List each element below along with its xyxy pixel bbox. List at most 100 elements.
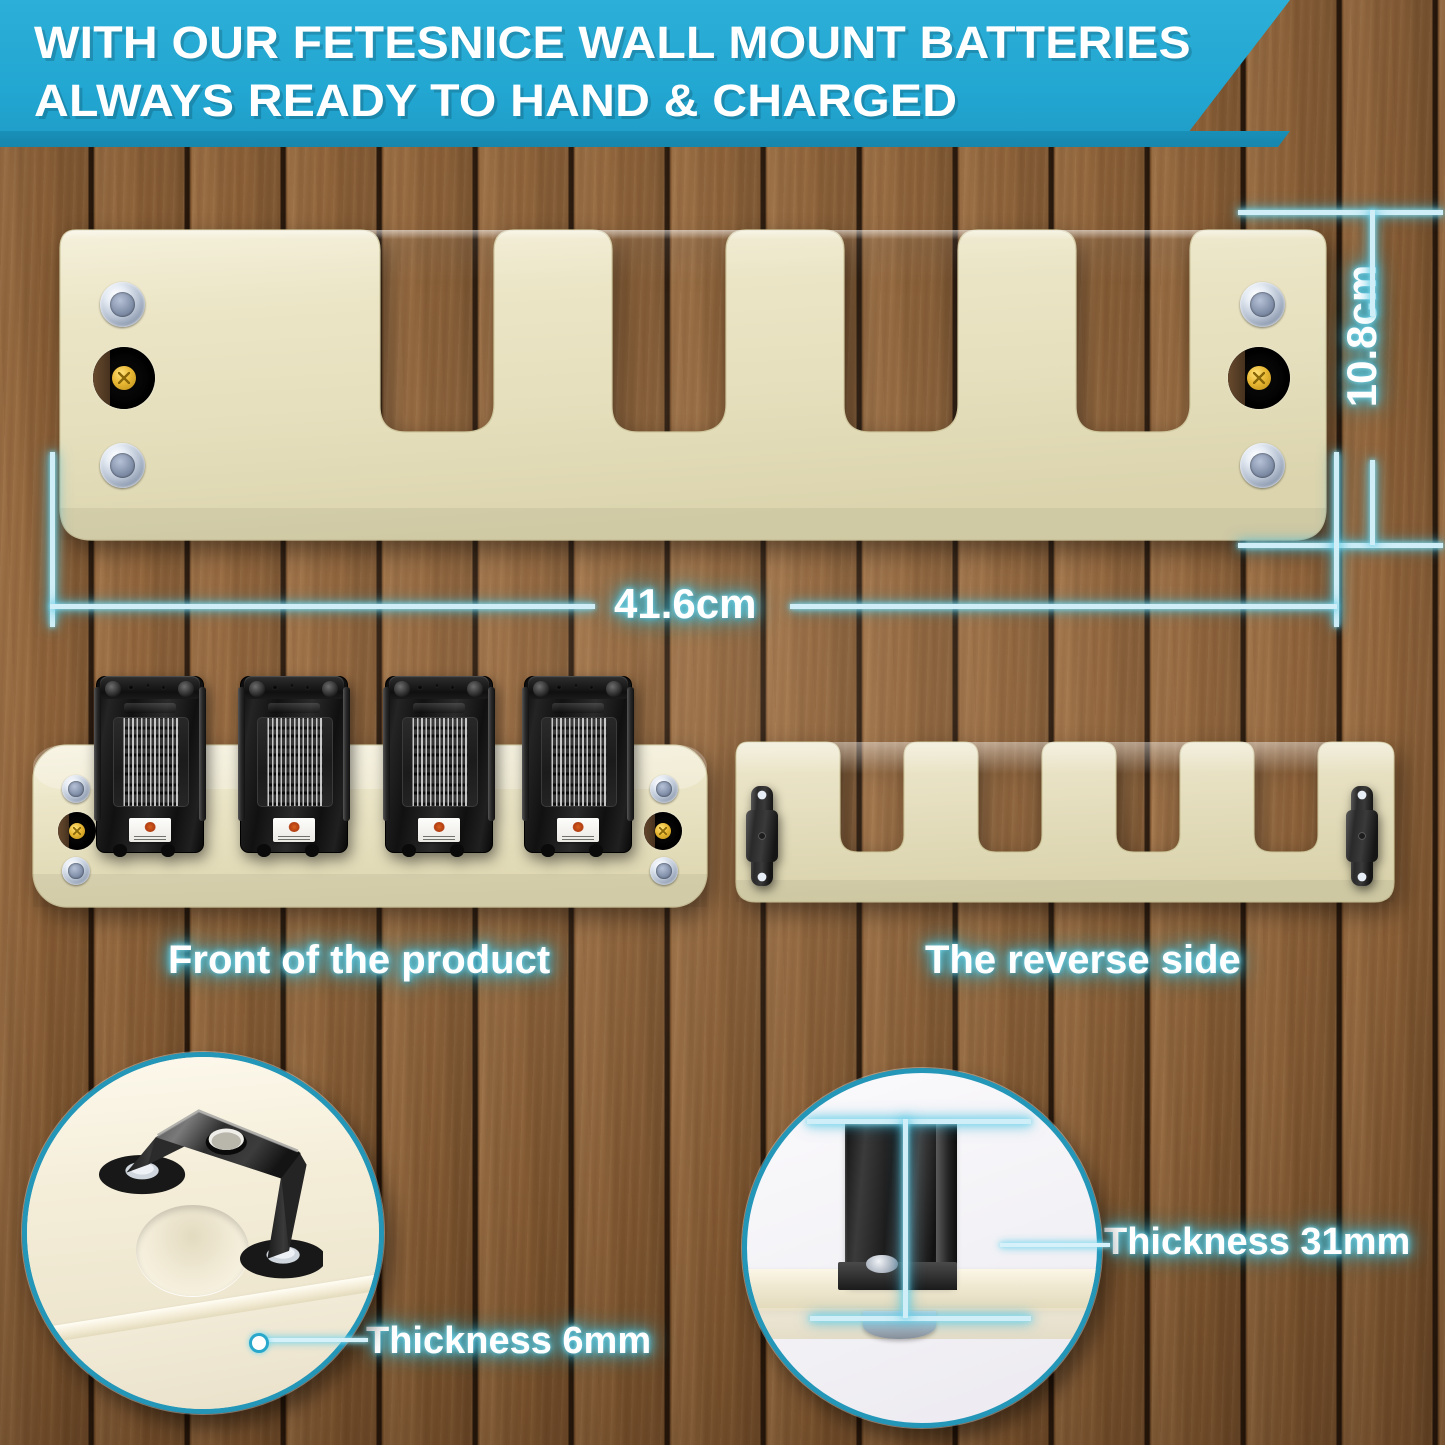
- certification-seal-icon: [572, 822, 584, 833]
- battery-vent-hole: [289, 683, 294, 689]
- brass-screw-left: [112, 366, 136, 390]
- battery-vent-hole: [417, 684, 423, 691]
- certification-sticker-text: [134, 833, 166, 841]
- front-view-screw-bottom-right: [650, 857, 678, 885]
- front-view-screw-bottom-left: [62, 857, 90, 885]
- hook-dim-tick-top: [806, 1118, 1031, 1124]
- certification-sticker-text: [423, 833, 455, 841]
- hook-bracket-cross-section: [845, 1122, 950, 1283]
- main-rack-front-view: [48, 208, 1338, 563]
- hook-bracket-right-flange: [936, 1122, 957, 1290]
- metal-hook-bracket-left: [745, 786, 779, 886]
- battery-terminal-port: [393, 681, 410, 698]
- battery-side-rail: [487, 686, 496, 822]
- battery-top-cap: [389, 676, 489, 699]
- hook-dim-tick-bottom: [810, 1316, 1031, 1322]
- battery-certification-sticker: [273, 817, 315, 843]
- battery-vent-hole: [556, 684, 562, 691]
- battery-vent-hole: [449, 684, 456, 691]
- height-dim-tick-top: [1238, 210, 1443, 215]
- battery-foot: [113, 844, 128, 857]
- front-view-screw-top-right: [650, 775, 678, 803]
- caption-front-of-product: Front of the product: [168, 938, 551, 982]
- certification-sticker-text: [278, 833, 310, 841]
- battery-brand-emboss: [268, 702, 320, 714]
- battery-spec-label-text: [267, 717, 323, 807]
- header-banner-bottom-edge: [0, 131, 1290, 147]
- battery-side-rail: [626, 686, 635, 822]
- battery-spec-label: [113, 716, 189, 808]
- hook-bracket-rivet: [866, 1255, 898, 1273]
- battery-vent-hole: [588, 684, 595, 691]
- battery-spec-label: [402, 716, 478, 808]
- certification-sticker-text: [562, 833, 594, 841]
- header-banner: [0, 0, 1290, 146]
- battery-terminal-port: [467, 681, 484, 698]
- reverse-view-rack: [730, 730, 1400, 910]
- caption-reverse-side: The reverse side: [925, 938, 1241, 982]
- width-dim-line-left: [50, 604, 595, 609]
- metal-hook-bracket-right: [1345, 786, 1379, 886]
- banner-line-1: WITH OUR FETESNICE WALL MOUNT BATTERIES: [34, 17, 1191, 68]
- width-dim-line-right: [790, 604, 1337, 609]
- height-dimension-label: 10.8cm: [1338, 264, 1385, 408]
- battery-foot: [449, 844, 464, 857]
- battery-spec-label-text: [551, 717, 607, 807]
- leader-line-hook-thickness: [1000, 1243, 1110, 1247]
- battery-top-cap: [528, 676, 628, 699]
- header-banner-text: WITH OUR FETESNICE WALL MOUNT BATTERIES …: [34, 14, 1275, 130]
- hook-bracket-base-foot: [838, 1262, 957, 1290]
- front-view-keyhole-right: [644, 812, 682, 850]
- width-dim-tick-left: [50, 452, 55, 627]
- battery-vent-hole: [573, 683, 578, 689]
- battery-certification-sticker: [557, 817, 599, 843]
- battery-terminal-port: [104, 681, 121, 698]
- battery-foot: [257, 844, 272, 857]
- keyhole-mount-left: [93, 347, 155, 409]
- label-plate-thickness: Thickness 6mm: [366, 1320, 652, 1362]
- leader-dot-plate-thickness: [249, 1333, 269, 1353]
- height-dim-line-lower: [1370, 460, 1375, 545]
- battery-foot: [160, 844, 175, 857]
- detail-circle-hook-thickness: [742, 1068, 1102, 1428]
- battery-side-rail: [382, 686, 391, 822]
- width-dimension-label: 41.6cm: [614, 580, 757, 627]
- battery-side-rail: [93, 686, 102, 822]
- battery-spec-label-text: [412, 717, 468, 807]
- battery-vent-hole: [145, 683, 150, 689]
- front-view-keyhole-left: [58, 812, 96, 850]
- battery-top-cap: [244, 676, 344, 699]
- battery-foot: [402, 844, 417, 857]
- battery-vent-hole: [128, 684, 134, 691]
- leader-line-plate-thickness: [260, 1338, 368, 1342]
- battery-spec-label: [541, 716, 617, 808]
- battery-spec-label-text: [123, 717, 179, 807]
- battery-terminal-port: [532, 681, 549, 698]
- battery-vent-hole: [272, 684, 278, 691]
- battery-certification-sticker: [129, 817, 171, 843]
- battery-spec-label: [257, 716, 333, 808]
- battery-foot: [304, 844, 319, 857]
- battery-terminal-port: [178, 681, 195, 698]
- battery-top-cap: [100, 676, 200, 699]
- label-hook-thickness: Thickness 31mm: [1104, 1221, 1411, 1263]
- battery-brand-emboss: [413, 702, 465, 714]
- battery-side-rail: [521, 686, 530, 822]
- battery-pack: [237, 676, 351, 857]
- banner-line-2: ALWAYS READY TO HAND & CHARGED: [34, 75, 958, 126]
- battery-terminal-port: [248, 681, 265, 698]
- battery-side-rail: [237, 686, 246, 822]
- plate-recess-well: [136, 1204, 249, 1297]
- battery-brand-emboss: [124, 702, 176, 714]
- battery-vent-hole: [160, 684, 167, 691]
- mount-screw-bottom-left: [100, 443, 145, 488]
- mount-screw-underside: [862, 1311, 936, 1339]
- detail-circle-plate-thickness: [22, 1052, 384, 1414]
- battery-brand-emboss: [552, 702, 604, 714]
- front-view-screw-top-left: [62, 775, 90, 803]
- mount-screw-bottom-right: [1240, 443, 1285, 488]
- battery-pack: [521, 676, 635, 857]
- front-view-brass-left: [69, 823, 85, 839]
- height-dim-tick-bottom: [1238, 543, 1443, 548]
